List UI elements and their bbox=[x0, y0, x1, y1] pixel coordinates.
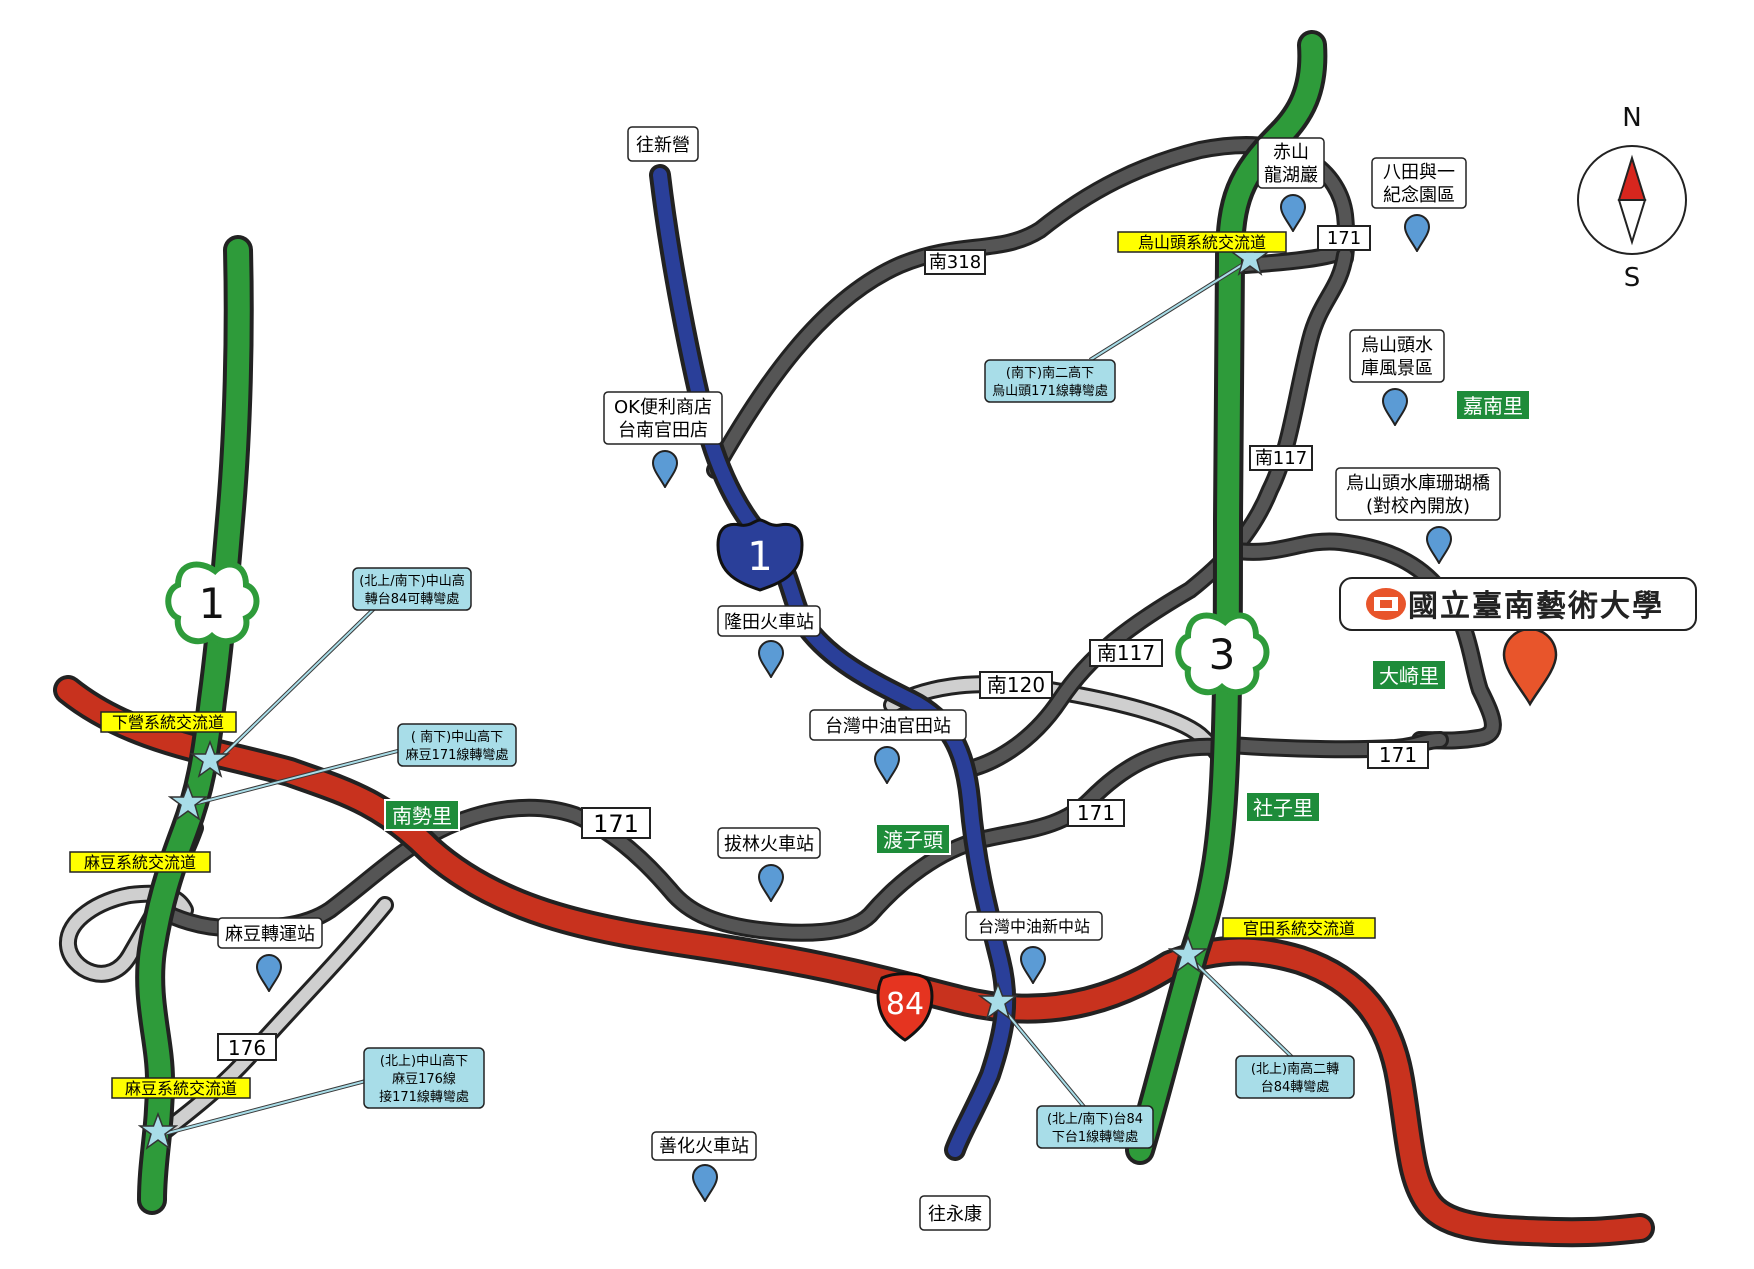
freeway-3-shield: 3 bbox=[1175, 612, 1270, 696]
bridge-label-2: (對校內開放) bbox=[1366, 496, 1470, 517]
chishan-label-1: 赤山 bbox=[1273, 142, 1309, 163]
note-madou176-1: (北上)中山高下 bbox=[380, 1053, 468, 1069]
interchange-labels: 烏山頭系統交流道 下營系統交流道 麻豆系統交流道 麻豆系統交流道 官田系統交流道 bbox=[69, 231, 1376, 1099]
madou-transit-pin[interactable] bbox=[256, 954, 282, 992]
scenic-label-2: 庫風景區 bbox=[1361, 358, 1433, 379]
note-guantian-1: (北上)南高二轉 bbox=[1251, 1061, 1339, 1077]
compass-needle-south-icon bbox=[1617, 199, 1647, 246]
cpc-guantian-label: 台灣中油官田站 bbox=[825, 716, 951, 737]
route-labels: 南318 171 南117 南117 南120 171 171 171 176 bbox=[217, 225, 1429, 1061]
freeway-1-number: 1 bbox=[199, 579, 226, 628]
note-hw84-1: (北上/南下)台84 bbox=[1047, 1111, 1143, 1127]
expressway-84-number: 84 bbox=[886, 987, 924, 1022]
note-guantian-2: 台84轉彎處 bbox=[1261, 1080, 1330, 1095]
note-madou171-2: 麻豆171線轉彎處 bbox=[406, 747, 509, 763]
highway-1-shield: 1 bbox=[716, 518, 804, 592]
bridge-label-1: 烏山頭水庫珊瑚橋 bbox=[1346, 473, 1490, 494]
note-hw84-2: 下台1線轉彎處 bbox=[1052, 1129, 1138, 1145]
route-nan318-label: 南318 bbox=[929, 252, 981, 273]
note-madou176-3: 接171線轉彎處 bbox=[379, 1089, 469, 1105]
university-label[interactable]: 國立臺南藝術大學 bbox=[1339, 577, 1697, 631]
note-madou171-1: ( 南下)中山高下 bbox=[411, 729, 503, 745]
hatta-label-1: 八田與一 bbox=[1383, 162, 1455, 183]
direction-xinying: 往新營 bbox=[636, 135, 690, 156]
chishan-pin[interactable] bbox=[1280, 194, 1306, 232]
route-176-label: 176 bbox=[228, 1036, 266, 1060]
expressway-84-road bbox=[53, 675, 1655, 1248]
note-madou176-2: 麻豆176線 bbox=[392, 1071, 456, 1087]
ok-store-label-2: 台南官田店 bbox=[618, 420, 708, 441]
shanhua-station-pin[interactable] bbox=[692, 1164, 718, 1202]
ok-store-label-1: OK便利商店 bbox=[614, 397, 712, 418]
note-boxes: (南下)南二高下 烏山頭171線轉彎處 (北上/南下)中山高 轉台84可轉彎處 … bbox=[352, 359, 1355, 1149]
village-labels: 嘉南里 大崎里 社子里 渡子頭 南勢里 bbox=[384, 389, 1531, 855]
village-daqi: 大崎里 bbox=[1379, 664, 1439, 688]
madou-transit-label: 麻豆轉運站 bbox=[225, 924, 315, 945]
xiaying-interchange-label: 下營系統交流道 bbox=[112, 713, 224, 732]
route-nan120-label: 南120 bbox=[987, 673, 1045, 697]
note-wushantou-1: (南下)南二高下 bbox=[1006, 365, 1094, 381]
hatta-label-2: 紀念園區 bbox=[1383, 184, 1455, 206]
balin-station-pin[interactable] bbox=[758, 864, 784, 902]
highway-1-number: 1 bbox=[747, 534, 772, 580]
madou-interchange-label-1: 麻豆系統交流道 bbox=[84, 853, 196, 872]
bridge-pin[interactable] bbox=[1426, 526, 1452, 564]
shanhua-station-label: 善化火車站 bbox=[659, 1136, 749, 1157]
longtian-station-pin[interactable] bbox=[758, 640, 784, 678]
village-jianan: 嘉南里 bbox=[1463, 394, 1523, 418]
village-shezi: 社子里 bbox=[1253, 796, 1313, 820]
route-nan117-label: 南117 bbox=[1097, 641, 1155, 665]
balin-station-label: 拔林火車站 bbox=[724, 834, 814, 855]
compass-south: S bbox=[1624, 263, 1641, 293]
note-wushantou-2: 烏山頭171線轉彎處 bbox=[992, 383, 1108, 399]
note-xiaying-1: (北上/南下)中山高 bbox=[359, 573, 465, 589]
freeway-1-shield: 1 bbox=[165, 561, 260, 645]
cpc-xinzhong-label: 台灣中油新中站 bbox=[978, 917, 1090, 936]
direction-yongkang: 往永康 bbox=[928, 1204, 982, 1225]
wushantou-interchange-label: 烏山頭系統交流道 bbox=[1138, 233, 1266, 252]
chishan-label-2: 龍湖巖 bbox=[1264, 165, 1318, 186]
route-171-top-label: 171 bbox=[1327, 228, 1361, 249]
compass-north: N bbox=[1622, 103, 1641, 133]
compass: N S bbox=[1577, 103, 1687, 293]
route-171-east-label: 171 bbox=[1379, 743, 1417, 767]
place-labels: 往新營 往永康 赤山 龍湖巖 八田與一 紀念園區 烏山頭水 庫風景區 烏山頭水庫… bbox=[217, 126, 1501, 1231]
note-xiaying-2: 轉台84可轉彎處 bbox=[365, 592, 460, 607]
scenic-area-pin[interactable] bbox=[1382, 388, 1408, 426]
route-nan117-top-label: 南117 bbox=[1255, 448, 1307, 469]
madou-interchange-label-2: 麻豆系統交流道 bbox=[125, 1079, 237, 1098]
village-nanshi: 南勢里 bbox=[392, 804, 452, 828]
village-dutou: 渡子頭 bbox=[883, 828, 943, 852]
longtian-station-label: 隆田火車站 bbox=[724, 612, 814, 633]
freeway-3-number: 3 bbox=[1209, 630, 1236, 679]
university-pin[interactable] bbox=[1502, 627, 1558, 707]
university-name: 國立臺南藝術大學 bbox=[1408, 589, 1664, 624]
hatta-pin[interactable] bbox=[1404, 214, 1430, 252]
ok-store-pin[interactable] bbox=[652, 450, 678, 488]
cpc-xinzhong-pin[interactable] bbox=[1020, 946, 1046, 984]
expressway-84-shield: 84 bbox=[876, 972, 934, 1042]
guantian-interchange-label: 官田系統交流道 bbox=[1243, 919, 1355, 938]
university-logo-icon bbox=[1366, 588, 1406, 620]
route-171-mid-label: 171 bbox=[1077, 801, 1115, 825]
cpc-guantian-pin[interactable] bbox=[874, 746, 900, 784]
scenic-label-1: 烏山頭水 bbox=[1361, 335, 1433, 356]
route-171-west-label: 171 bbox=[593, 810, 639, 838]
